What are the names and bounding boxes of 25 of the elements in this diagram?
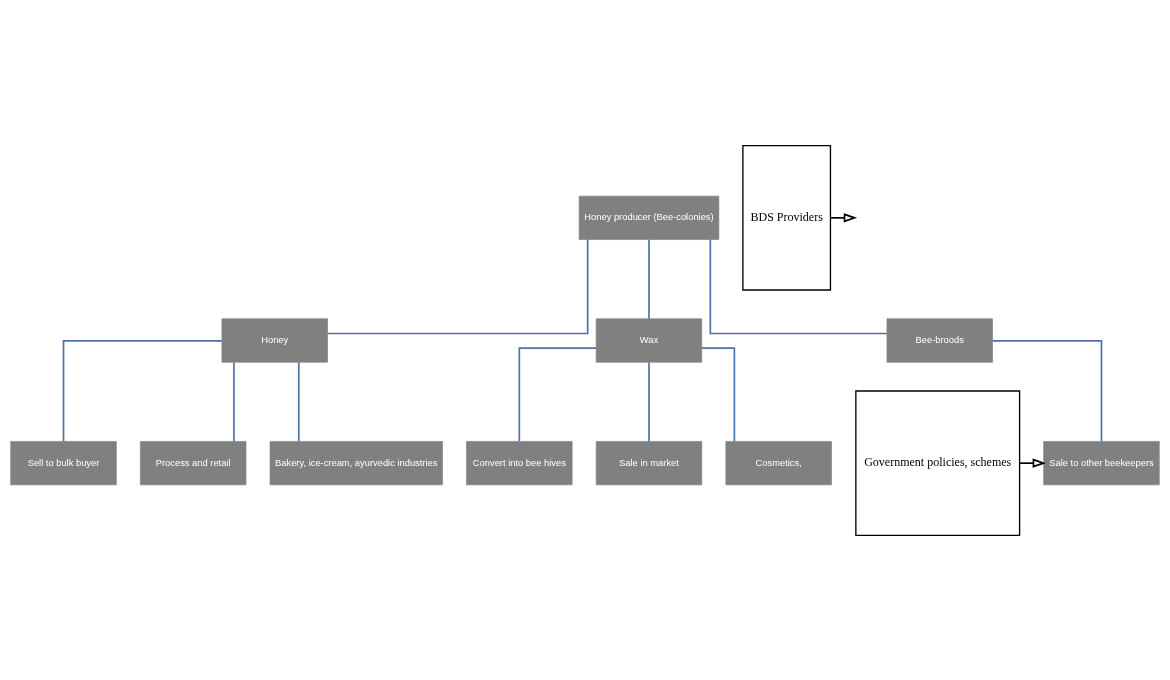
node-box: Wax [595,317,703,363]
node-box: Cosmetics, [725,440,832,485]
connector [518,346,597,442]
node-box: Convert into bee hives [466,440,573,485]
node-box: Sale to other beekeepers [1043,440,1160,485]
node-box: BDS Providers [742,144,832,291]
arrow [1019,457,1046,468]
arrow [829,212,858,223]
node-box: Sell to bulk buyer [10,440,117,485]
connector [991,339,1103,442]
node-box: Sale in market [595,440,703,485]
connector [648,238,650,320]
node-box: Bakery, ice-cream, ayurvedic industries [269,440,443,485]
connector [233,361,235,442]
connector [701,346,736,442]
node-box: Process and retail [140,440,247,485]
connector [297,361,300,442]
node-box: Government policies, schemes [855,389,1021,536]
connector [709,238,888,334]
node-box: Bee-broods [886,317,993,363]
connector [326,238,589,334]
node-box: Honey [221,317,328,363]
connector [648,361,650,442]
connector [62,339,223,442]
node-box: Honey producer (Bee-colonies) [578,195,720,240]
